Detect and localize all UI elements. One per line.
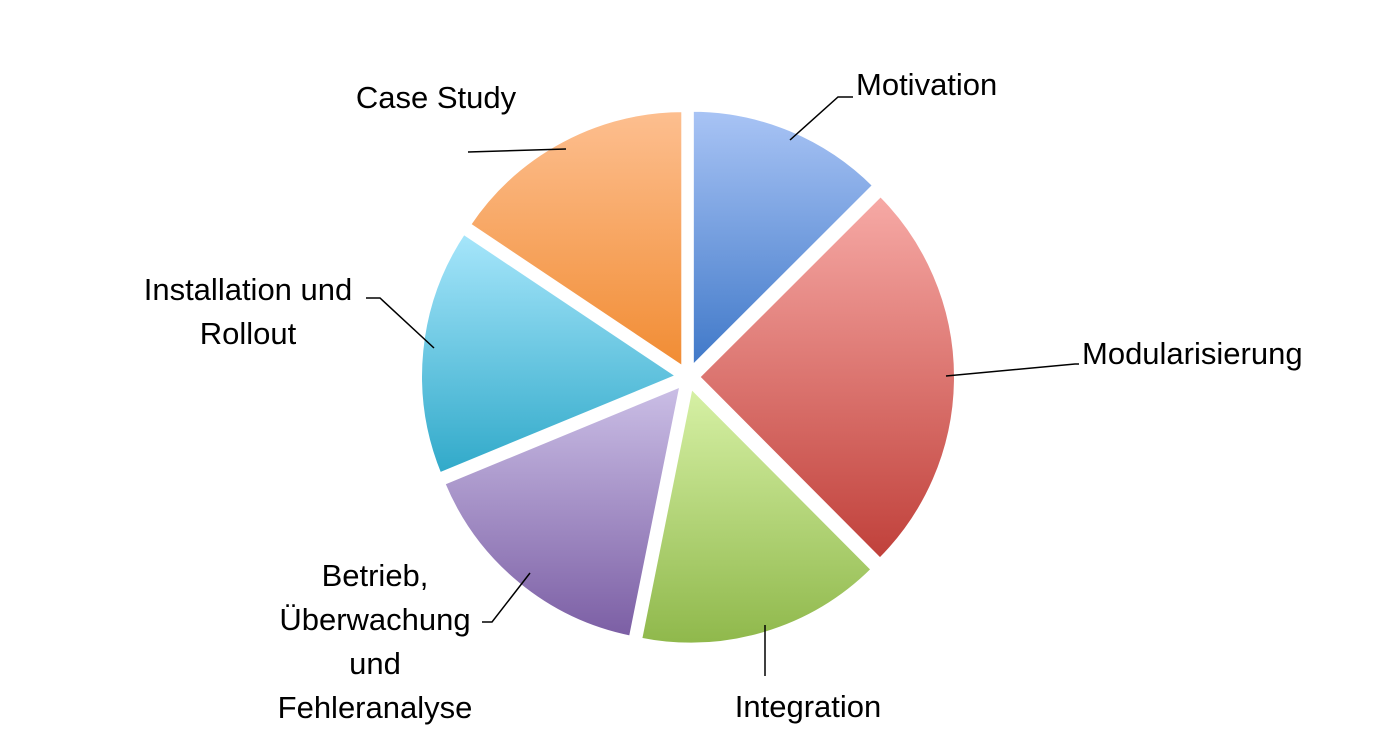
leader-line-1: [945, 363, 1079, 377]
leader-lines-layer: [366, 96, 1079, 676]
pie-slice-installation-und-rollout: [418, 229, 683, 478]
slices-layer: [418, 107, 958, 647]
leader-line-4: [366, 297, 435, 349]
leader-line-5: [467, 148, 567, 153]
slice-label-5: Case Study: [356, 80, 517, 115]
pie-slice-modularisierung: [695, 191, 958, 563]
slice-label-0: Motivation: [856, 67, 997, 102]
leader-line-3: [482, 572, 531, 623]
leader-line-0: [789, 96, 853, 141]
pie-slice-motivation: [689, 107, 878, 373]
pie-slice-case-study: [466, 108, 686, 372]
slice-label-1: Modularisierung: [1082, 336, 1303, 371]
pie-slice-betrieb-überwachung-und-fehleranalyse: [440, 381, 685, 641]
slice-label-2: Integration: [735, 689, 882, 724]
